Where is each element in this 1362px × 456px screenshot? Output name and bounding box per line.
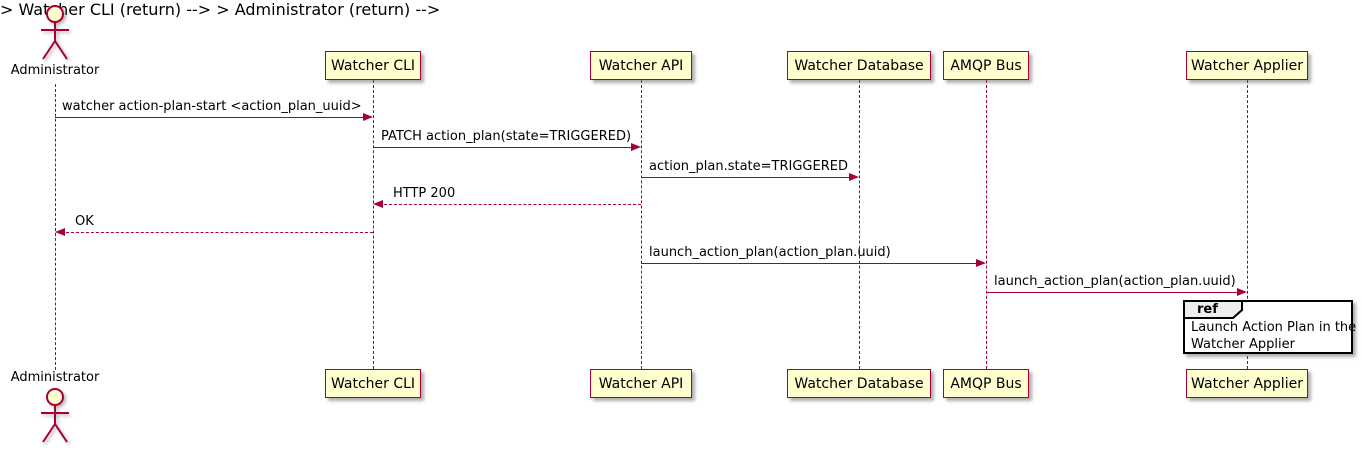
ref-tab: [1183, 300, 1243, 319]
ref-text-line2: Watcher Applier: [1191, 337, 1295, 352]
actor-label-bottom: Administrator: [10, 370, 100, 385]
actor-label-top: Administrator: [10, 63, 100, 78]
participant-amqp-bus-top: AMQP Bus: [943, 51, 1029, 80]
participant-watcher-api-bottom: Watcher API: [590, 369, 692, 398]
actor-icon: [41, 388, 69, 443]
message-label: action_plan.state=TRIGGERED: [649, 159, 848, 174]
ref-text-line1: Launch Action Plan in the: [1191, 320, 1357, 335]
message-label: launch_action_plan(action_plan.uuid): [994, 274, 1236, 289]
arrowhead-icon: [631, 143, 641, 151]
participant-amqp-bus-bottom: AMQP Bus: [943, 369, 1029, 398]
arrowhead-icon: [976, 259, 986, 267]
message-label: HTTP 200: [393, 186, 456, 201]
participant-watcher-api-top: Watcher API: [590, 51, 692, 80]
participant-label: Watcher Applier: [1191, 375, 1303, 392]
lifeline-watcher-database: [859, 80, 860, 369]
participant-watcher-cli-bottom: Watcher CLI: [325, 369, 421, 398]
lifeline-watcher-applier: [1247, 80, 1248, 369]
participant-watcher-cli-top: Watcher CLI: [325, 51, 421, 80]
lifeline-administrator: [55, 84, 56, 370]
participant-label: Watcher Database: [794, 375, 924, 392]
message-line: [55, 117, 367, 118]
message-line: [641, 263, 980, 264]
message-label: OK: [75, 214, 94, 229]
ref-text: Launch Action Plan in the Watcher Applie…: [1191, 319, 1356, 353]
participant-label: AMQP Bus: [950, 57, 1022, 74]
arrowhead-icon: [363, 113, 373, 121]
message-line: [379, 204, 641, 205]
lifeline-watcher-cli: [373, 80, 374, 369]
message-line: [986, 292, 1241, 293]
arrowhead-icon: [373, 200, 383, 208]
actor-icon: [41, 5, 69, 60]
participant-watcher-applier-top: Watcher Applier: [1186, 51, 1308, 80]
arrowhead-icon: [55, 228, 65, 236]
participant-watcher-applier-bottom: Watcher Applier: [1186, 369, 1308, 398]
participant-label: Watcher Applier: [1191, 57, 1303, 74]
participant-watcher-database-top: Watcher Database: [787, 51, 931, 80]
lifeline-watcher-api: [641, 80, 642, 369]
participant-label: Watcher Database: [794, 57, 924, 74]
participant-label: AMQP Bus: [950, 375, 1022, 392]
participant-label: Watcher CLI: [330, 57, 416, 74]
ref-keyword: ref: [1197, 302, 1218, 317]
message-line: [373, 147, 635, 148]
message-line: [641, 177, 853, 178]
message-line: [61, 232, 373, 233]
participant-watcher-database-bottom: Watcher Database: [787, 369, 931, 398]
message-label: launch_action_plan(action_plan.uuid): [649, 245, 891, 260]
ref-fragment: ref Launch Action Plan in the Watcher Ap…: [1183, 300, 1356, 354]
arrowhead-icon: [849, 173, 859, 181]
participant-label: Watcher API: [598, 375, 684, 392]
participant-label: Watcher CLI: [330, 375, 416, 392]
arrowhead-icon: [1237, 288, 1247, 296]
message-label: watcher action-plan-start <action_plan_u…: [62, 99, 362, 114]
participant-label: Watcher API: [598, 57, 684, 74]
message-label: PATCH action_plan(state=TRIGGERED): [381, 129, 632, 144]
lifeline-amqp-bus: [986, 80, 987, 369]
